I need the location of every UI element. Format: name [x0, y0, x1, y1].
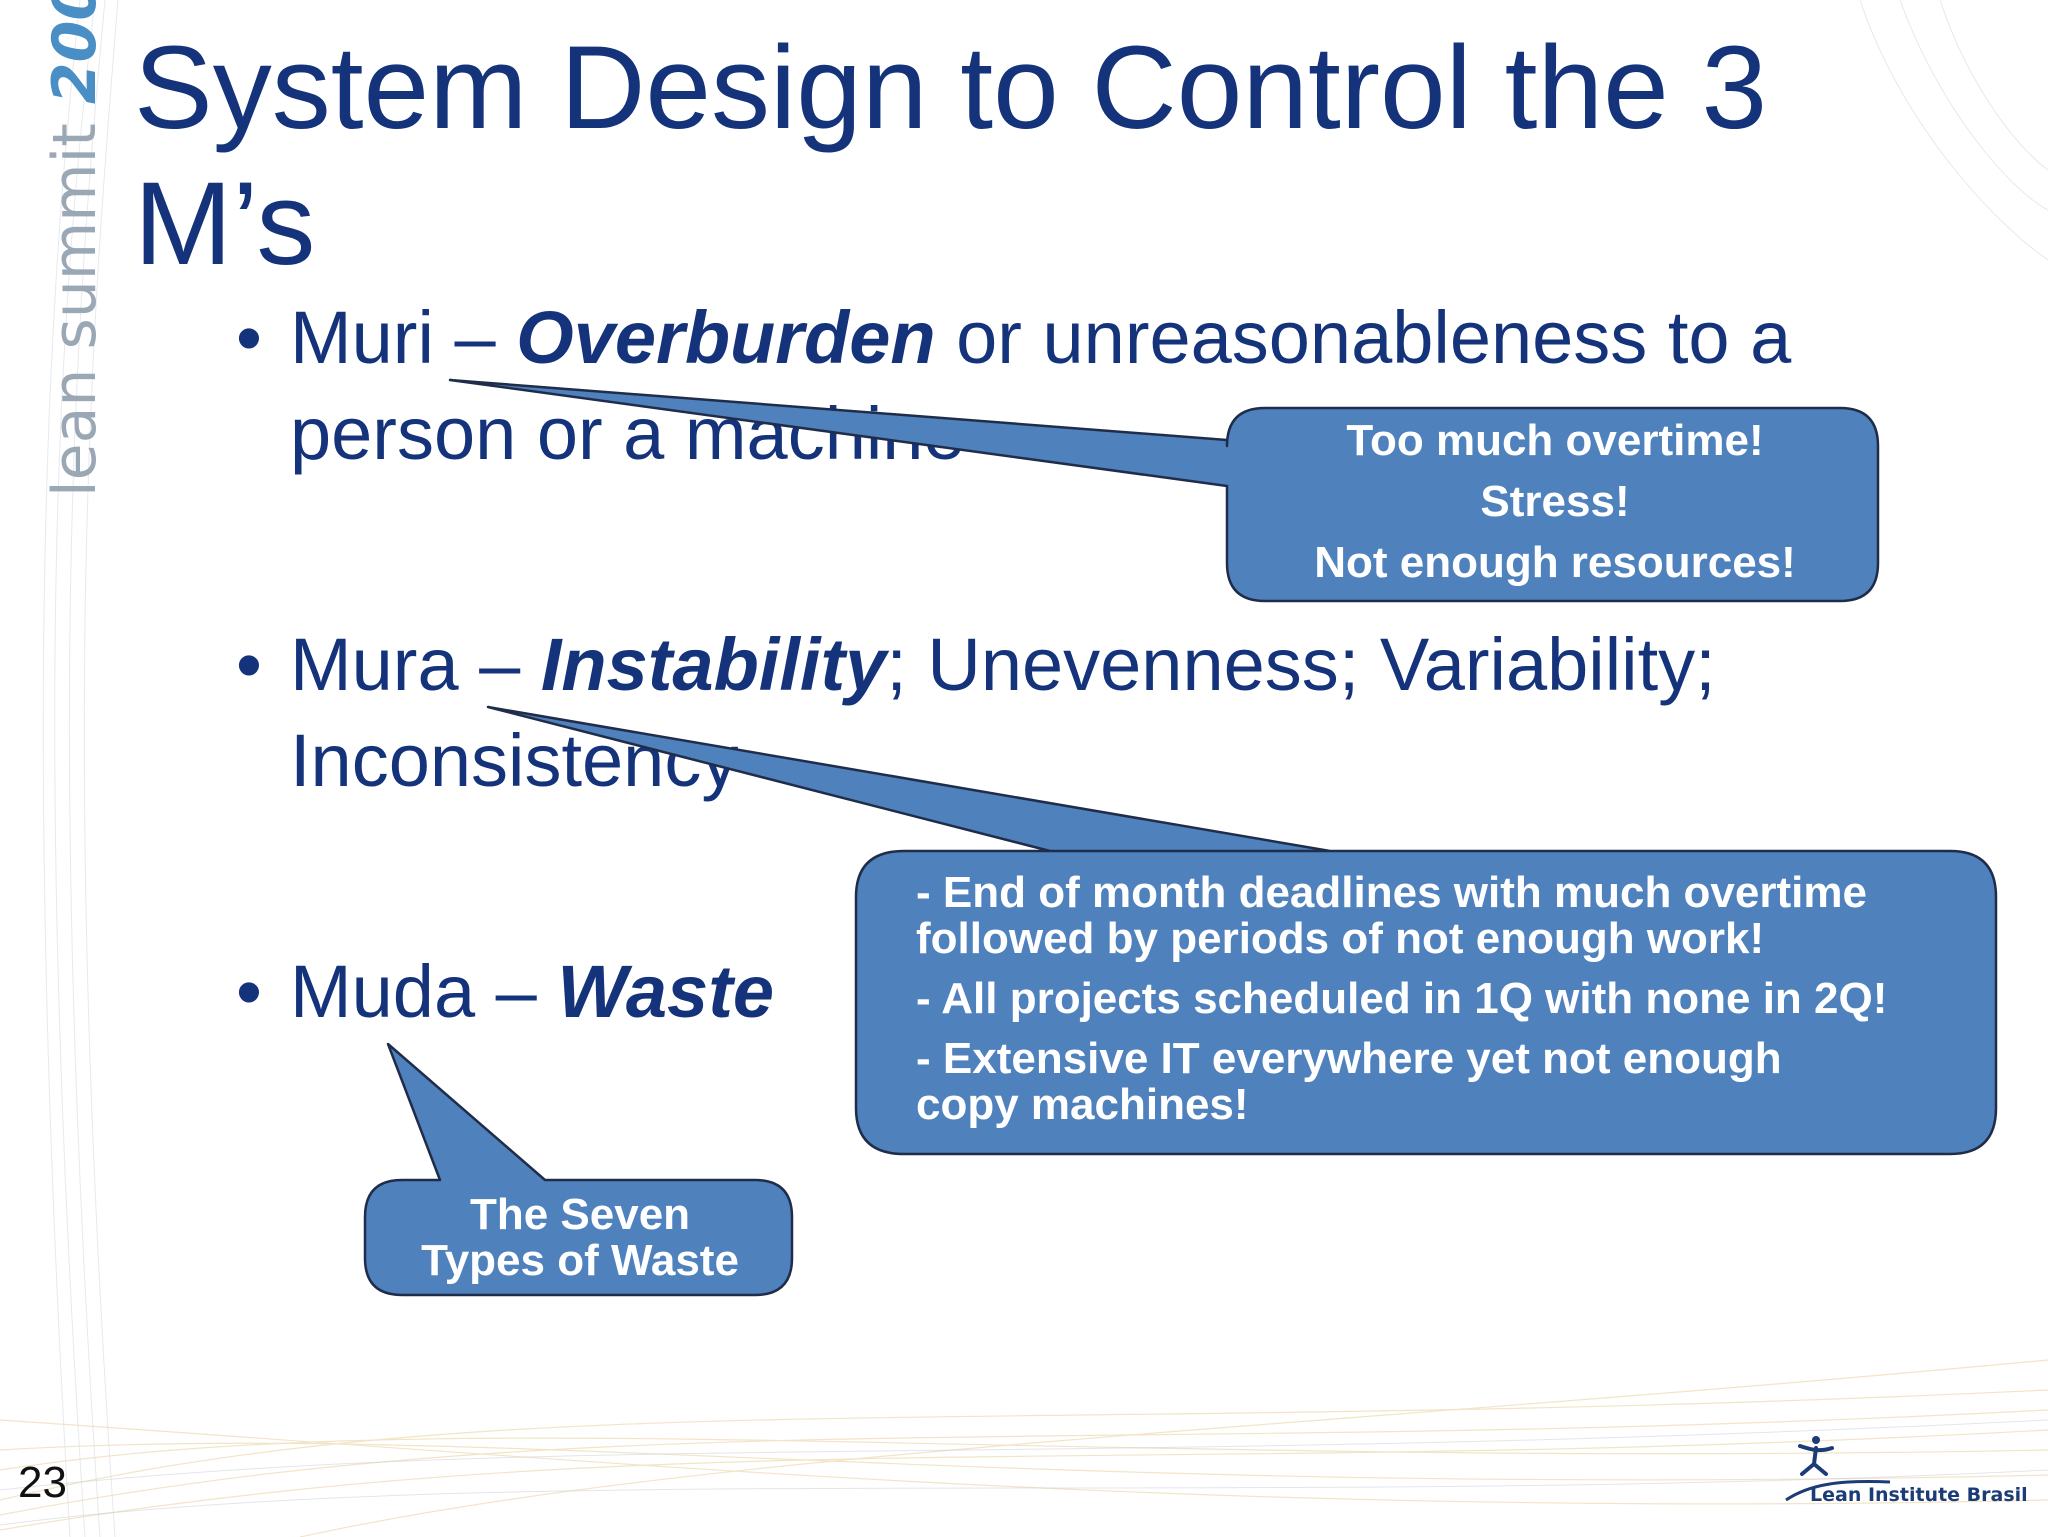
bullet-dot: •: [236, 950, 262, 1033]
callout-line: copy machines!: [916, 1080, 1249, 1129]
bullet-keyword: Waste: [557, 950, 775, 1033]
bullet-term: Muda –: [290, 950, 558, 1033]
callout-line: - Extensive IT everywhere yet not enough: [916, 1034, 1782, 1083]
bullet-keyword: Instability: [540, 623, 887, 706]
callout-mura-text: - End of month deadlines with much overt…: [916, 870, 1996, 1128]
page-number: 23: [18, 1458, 67, 1507]
slide-title: System Design to Control the 3 M’s: [134, 20, 2014, 292]
slide-title-line1: System Design to Control the 3: [134, 22, 1768, 154]
callout-line: Types of Waste: [421, 1236, 739, 1285]
bullet-rest: ; Unevenness; Variability;: [886, 623, 1716, 706]
callout-line: Not enough resources!: [1314, 538, 1796, 587]
bullet-dot: •: [236, 623, 262, 706]
callout-line: Too much overtime!: [1346, 416, 1764, 465]
callout-muri-text: Too much overtime! Stress! Not enough re…: [1230, 410, 1880, 593]
bullet-mura-line2: Inconsistency: [290, 719, 739, 802]
bullet-rest: or unreasonableness to a: [935, 296, 1792, 379]
bullet-mura-line1: Mura – Instability; Unevenness; Variabil…: [290, 617, 1716, 713]
callout-muri-bubble: [448, 378, 1880, 603]
callout-line: - All projects scheduled in 1Q with none…: [916, 974, 1888, 1023]
callout-muda-bubble: [363, 1042, 794, 1297]
lean-institute-logo: [1785, 1436, 1891, 1502]
callout-line: - End of month deadlines with much overt…: [916, 868, 1867, 917]
slide-title-line2: M’s: [134, 158, 316, 290]
bullet-term: Mura –: [290, 623, 541, 706]
bullet-dot: •: [236, 296, 262, 379]
bullet-muri-line1: Muri – Overburden or unreasonableness to…: [290, 290, 1791, 386]
callout-muda-text: The Seven Types of Waste: [368, 1192, 792, 1284]
bullet-muda-line1: Muda – Waste: [290, 944, 774, 1040]
callout-line: Stress!: [1480, 477, 1630, 526]
bullet-keyword: Overburden: [516, 296, 936, 379]
callout-line: followed by periods of not enough work!: [916, 914, 1765, 963]
callout-line: The Seven: [469, 1190, 691, 1239]
lean-institute-logo-text: Lean Institute Brasil: [1810, 1484, 2028, 1506]
callout-mura-bubble: [486, 705, 1998, 1156]
bullet-term: Muri –: [290, 296, 517, 379]
